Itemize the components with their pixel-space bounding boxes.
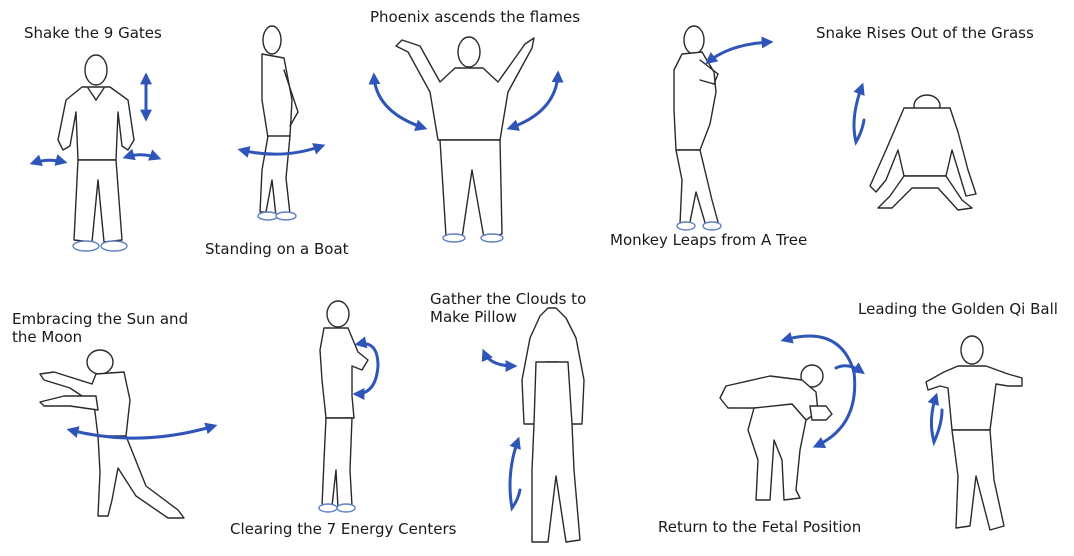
figure-leading-golden-qi-ball xyxy=(925,335,1023,531)
figure-shake-the-9-gates xyxy=(29,54,162,252)
caption-standing-on-a-boat: Standing on a Boat xyxy=(205,240,349,258)
left-shoe xyxy=(72,240,100,252)
horizontal-sway-arrow xyxy=(237,143,326,158)
caption-return-to-fetal: Return to the Fetal Position xyxy=(658,518,862,536)
right-shoe xyxy=(100,240,128,252)
figure-snake-rises xyxy=(852,82,977,211)
embrace-arc-arrow xyxy=(66,422,218,440)
circling-arrow xyxy=(352,336,380,400)
gather-small-arrow xyxy=(481,348,518,372)
figure-gather-the-clouds xyxy=(481,307,585,543)
fetal-small-arrow xyxy=(834,362,865,375)
caption-gather-the-clouds: Gather the Clouds to Make Pillow xyxy=(430,290,587,326)
right-arc-arrow xyxy=(506,70,564,131)
caption-clearing-energy-centers: Clearing the 7 Energy Centers xyxy=(230,520,457,538)
figure-monkey-leaps xyxy=(673,25,774,231)
caption-leading-golden-qi-ball: Leading the Golden Qi Ball xyxy=(858,300,1058,318)
caption-embracing-sun-moon: Embracing the Sun and the Moon xyxy=(12,310,189,346)
figure-standing-on-a-boat xyxy=(237,25,326,221)
figure-phoenix-ascends xyxy=(368,36,564,243)
figure-embracing-sun-moon xyxy=(39,349,218,519)
caption-monkey-leaps: Monkey Leaps from A Tree xyxy=(610,231,808,249)
qi-ball-arc-arrow xyxy=(927,392,944,447)
caption-shake-the-9-gates: Shake the 9 Gates xyxy=(24,24,162,42)
rising-arc-arrow xyxy=(852,82,866,146)
figure-return-to-fetal xyxy=(719,331,865,501)
left-swing-arrow xyxy=(29,154,68,167)
rising-vertical-arrow xyxy=(508,436,522,512)
figure-clearing-energy-centers xyxy=(318,300,380,513)
caption-snake-rises: Snake Rises Out of the Grass xyxy=(816,24,1034,42)
caption-phoenix-ascends: Phoenix ascends the flames xyxy=(370,8,581,26)
left-arc-arrow xyxy=(368,72,428,132)
leap-arc-arrow xyxy=(705,36,774,65)
right-swing-arrow xyxy=(122,148,162,161)
